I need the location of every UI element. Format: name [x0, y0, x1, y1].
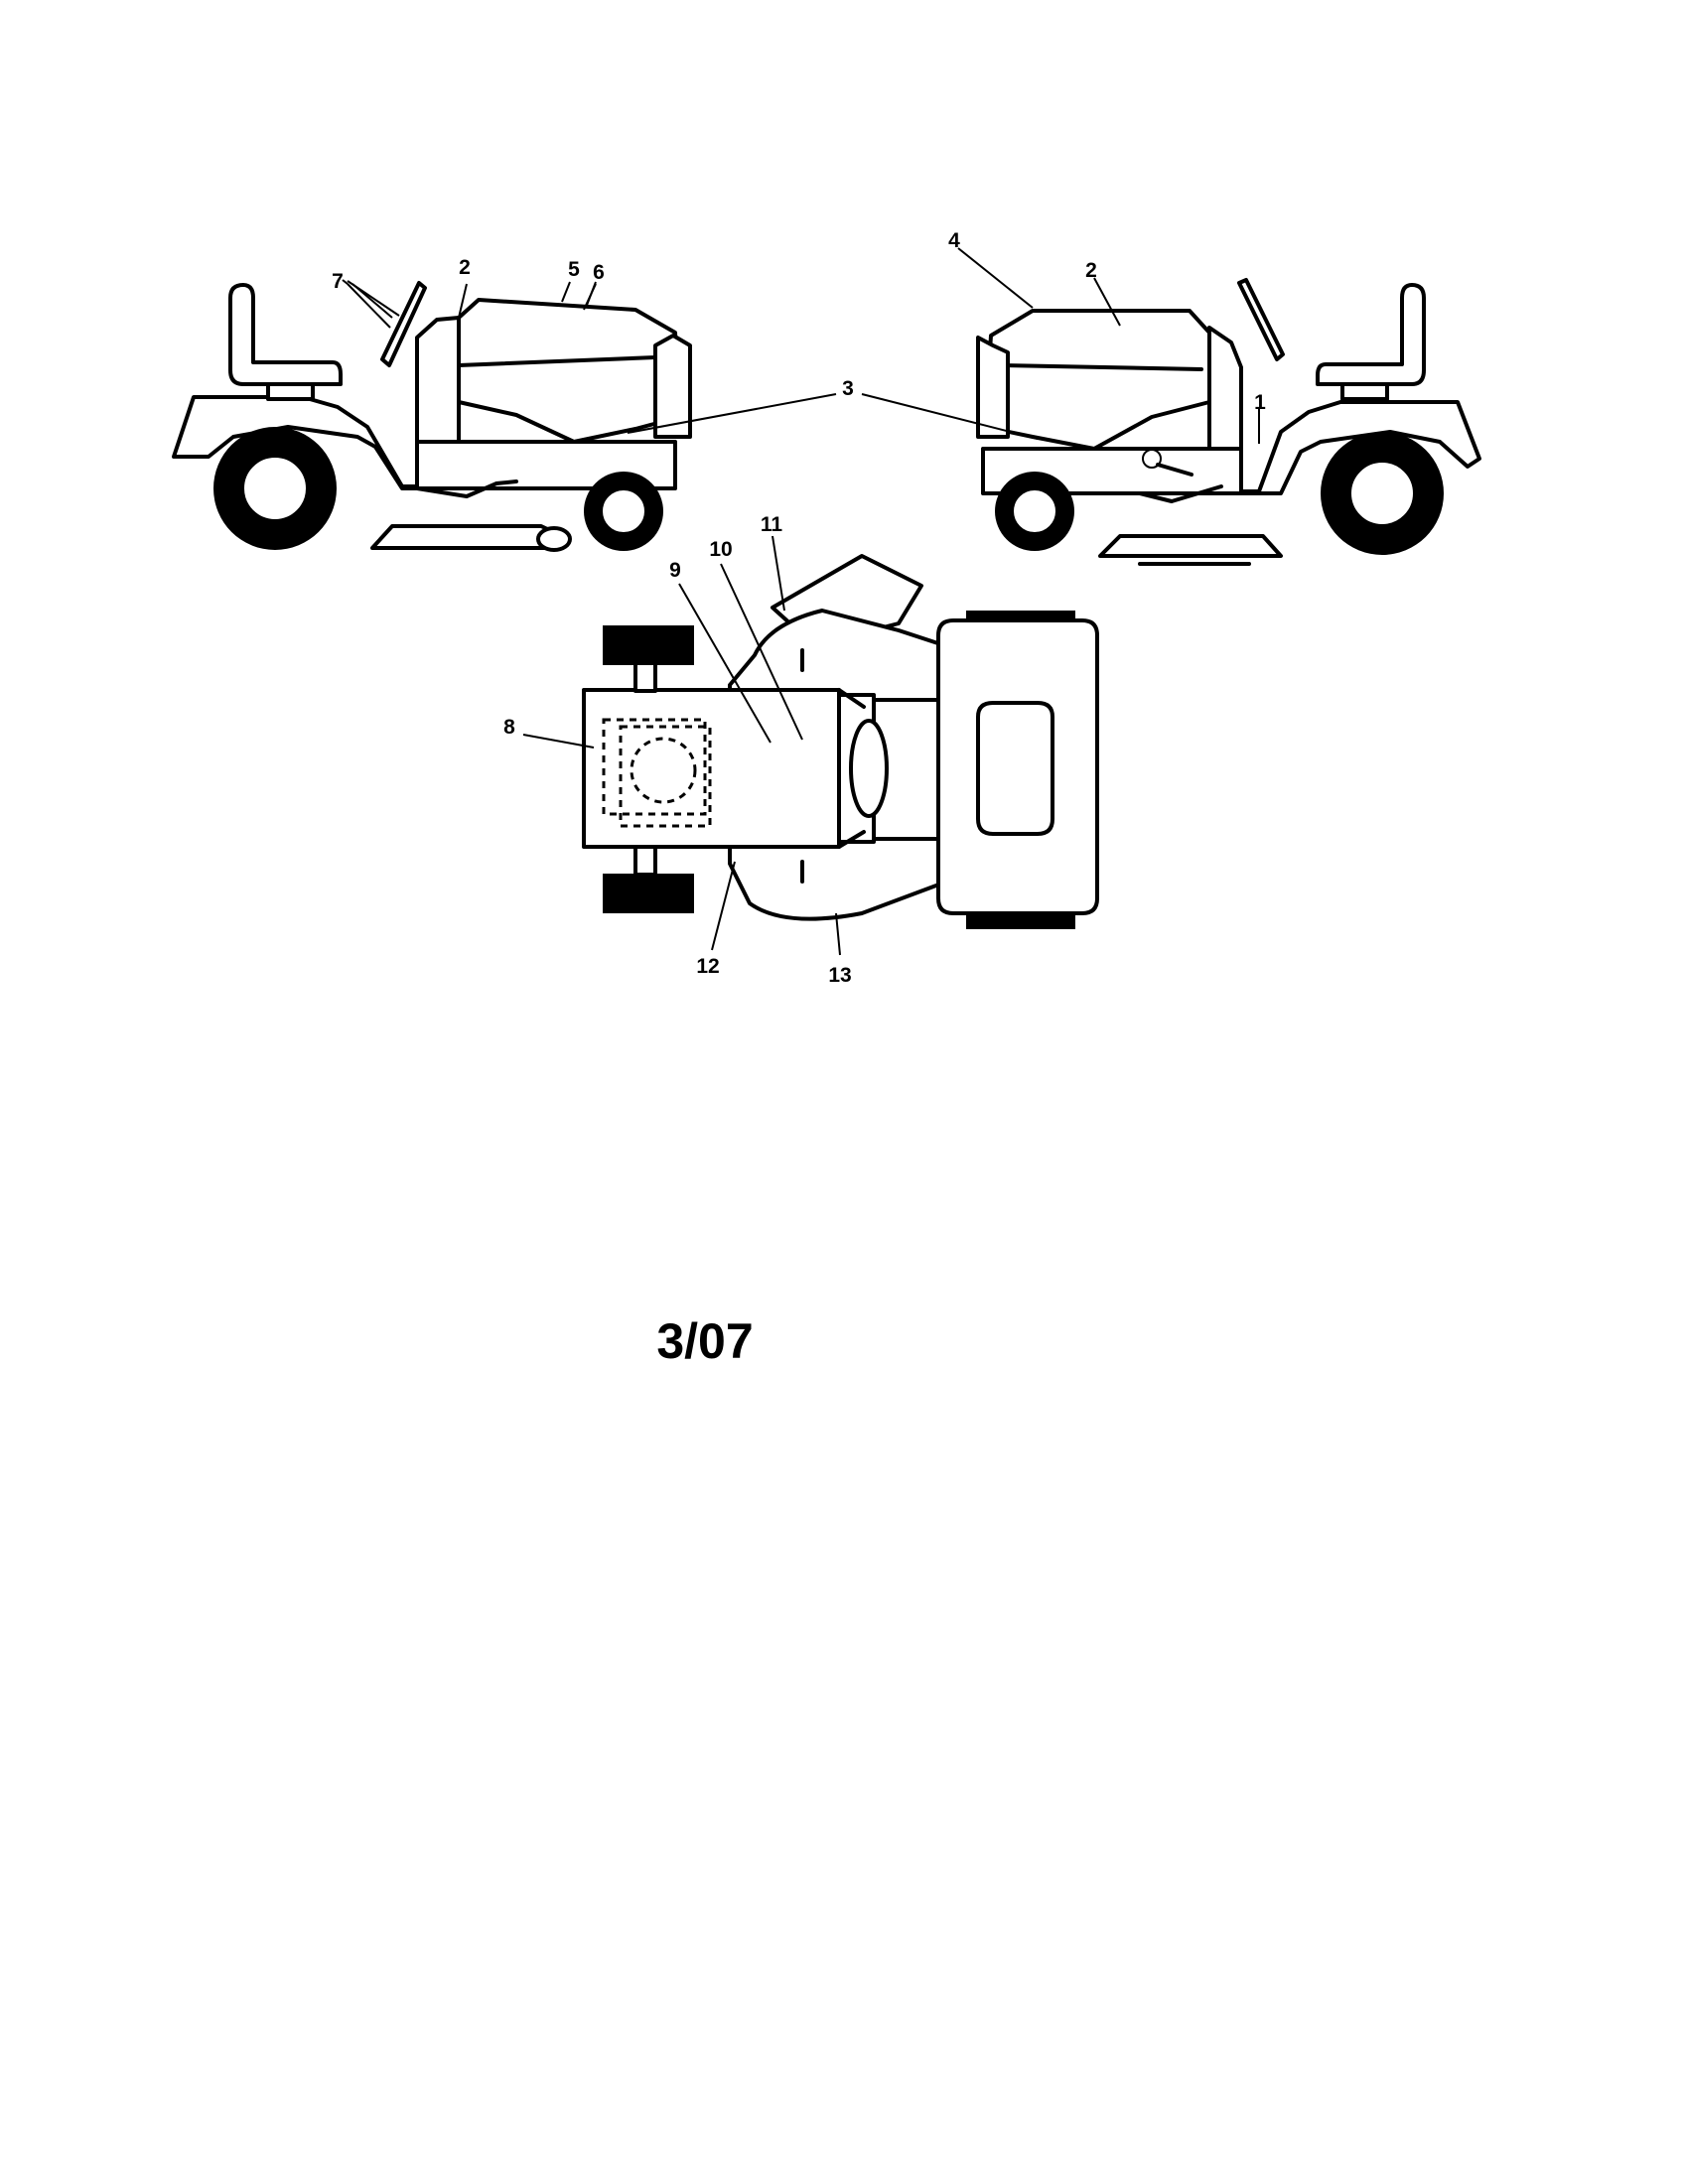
front-wheel-bottom — [603, 874, 694, 913]
mower-deck — [370, 524, 563, 550]
callouts: 7 2 5 6 3 4 2 1 11 10 9 8 12 13 — [332, 229, 1266, 987]
left-side-view-tractor — [172, 281, 692, 552]
callout-10: 10 — [709, 538, 732, 561]
top-view-tractor — [582, 554, 1099, 929]
right-side-view-tractor — [976, 278, 1481, 566]
front-wheel-top — [603, 625, 694, 665]
hood-taper-top — [837, 688, 866, 709]
engine-outline — [602, 718, 707, 816]
front-grille — [976, 336, 1010, 439]
hood — [457, 298, 682, 444]
callout-4: 4 — [948, 229, 960, 252]
callout-7: 7 — [332, 270, 344, 293]
dash-panel — [1207, 326, 1243, 451]
footrest — [415, 479, 518, 498]
control-lever — [1156, 463, 1193, 477]
steering-wheel — [1237, 278, 1285, 361]
engine-outline-inner — [619, 725, 712, 828]
callout-8: 8 — [503, 716, 515, 739]
deck-chute — [536, 526, 572, 552]
front-grille — [653, 334, 692, 439]
mower-deck — [1098, 534, 1283, 558]
hood-line — [457, 355, 657, 367]
steering-wheel-top — [849, 719, 889, 818]
front-spindle-top — [633, 661, 657, 693]
callout-6: 6 — [593, 261, 605, 284]
callout-5: 5 — [568, 258, 580, 281]
front-spindle-bottom — [633, 845, 657, 877]
leader-lines — [342, 247, 1260, 956]
steering-wheel — [380, 281, 427, 367]
rear-wheel-bottom — [966, 913, 1075, 929]
engine-flywheel-outline — [630, 737, 697, 804]
callout-12: 12 — [696, 955, 719, 978]
front-hub — [1012, 488, 1057, 534]
seat-post — [266, 382, 315, 401]
callout-1: 1 — [1254, 391, 1266, 414]
date-code: 3/07 — [656, 1313, 754, 1369]
callout-9: 9 — [669, 559, 681, 582]
callout-13: 13 — [828, 964, 851, 987]
seat-post — [1340, 382, 1389, 401]
hood-taper-bottom — [837, 830, 866, 849]
hood — [983, 309, 1211, 451]
callout-2-left: 2 — [459, 256, 471, 279]
seat — [228, 283, 343, 386]
callout-2-right: 2 — [1085, 259, 1097, 282]
footrest — [1138, 484, 1223, 503]
dash-panel — [415, 316, 461, 444]
rear-fender — [981, 400, 1481, 495]
callout-3: 3 — [842, 377, 854, 400]
rear-hub — [242, 456, 308, 521]
seat — [1316, 283, 1426, 386]
control-knob — [1142, 449, 1162, 469]
front-hub — [601, 488, 646, 534]
rear-hub — [1349, 461, 1415, 526]
seat-top — [976, 701, 1054, 836]
hood-line — [1001, 363, 1203, 371]
callout-11: 11 — [761, 513, 783, 536]
